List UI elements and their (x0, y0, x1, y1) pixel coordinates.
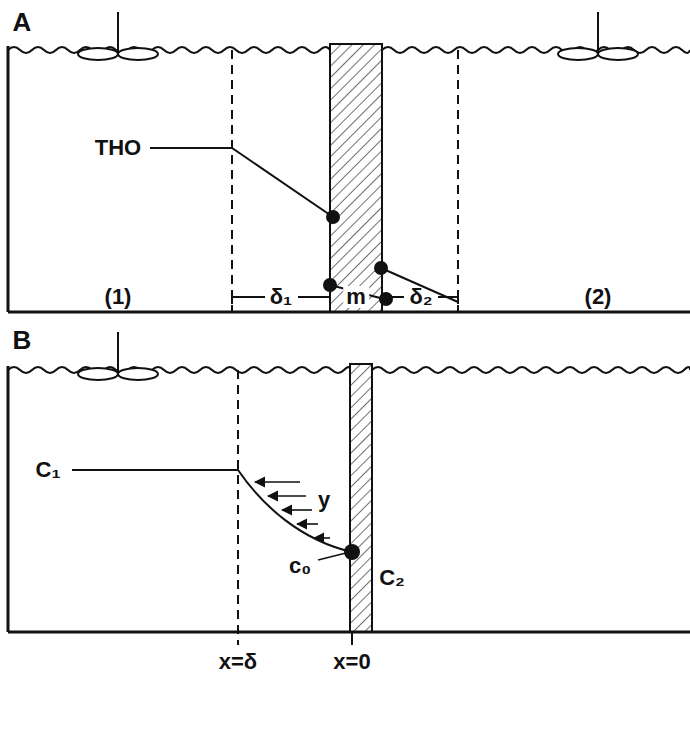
membrane-label: m (343, 286, 369, 308)
water-surface (8, 367, 350, 373)
tank-wall (7, 366, 10, 632)
stirrer (78, 332, 158, 380)
solute-name: THO (95, 137, 141, 159)
concentration-profile (150, 148, 333, 217)
tank-wall (7, 46, 10, 312)
unstirred-layer-boundary (457, 50, 459, 312)
position-label: x=δ (219, 651, 257, 673)
panel-letter: B (13, 327, 32, 353)
water-surface (382, 47, 690, 53)
membrane (330, 44, 382, 312)
membrane-tick (351, 632, 353, 645)
data-dot (323, 278, 337, 292)
leader-line (318, 553, 346, 560)
data-dot (344, 544, 360, 560)
data-dot (379, 292, 393, 306)
panel-letter: A (13, 9, 32, 35)
water-surface (372, 367, 690, 373)
concentration-label: C₂ (379, 567, 405, 589)
stirrer (78, 12, 158, 60)
compartment-number: (1) (105, 286, 132, 308)
flux-arrow (255, 482, 330, 538)
concentration-label: C₁ (36, 459, 61, 481)
unstirred-layer-boundary (237, 370, 239, 645)
data-dot (326, 210, 340, 224)
unstirred-layer-boundary (231, 50, 233, 312)
membrane (350, 364, 372, 632)
compartment-number: (2) (585, 286, 612, 308)
stirrer (558, 12, 638, 60)
layer-thickness: δ₂ (409, 286, 432, 308)
layer-thickness: δ₁ (270, 286, 292, 308)
position-label: x=0 (333, 651, 370, 673)
concentration-label: c₀ (289, 555, 311, 577)
concentration-profile (72, 470, 352, 552)
data-dot (374, 261, 388, 275)
flux-label: y (318, 489, 330, 511)
water-surface (8, 47, 330, 53)
